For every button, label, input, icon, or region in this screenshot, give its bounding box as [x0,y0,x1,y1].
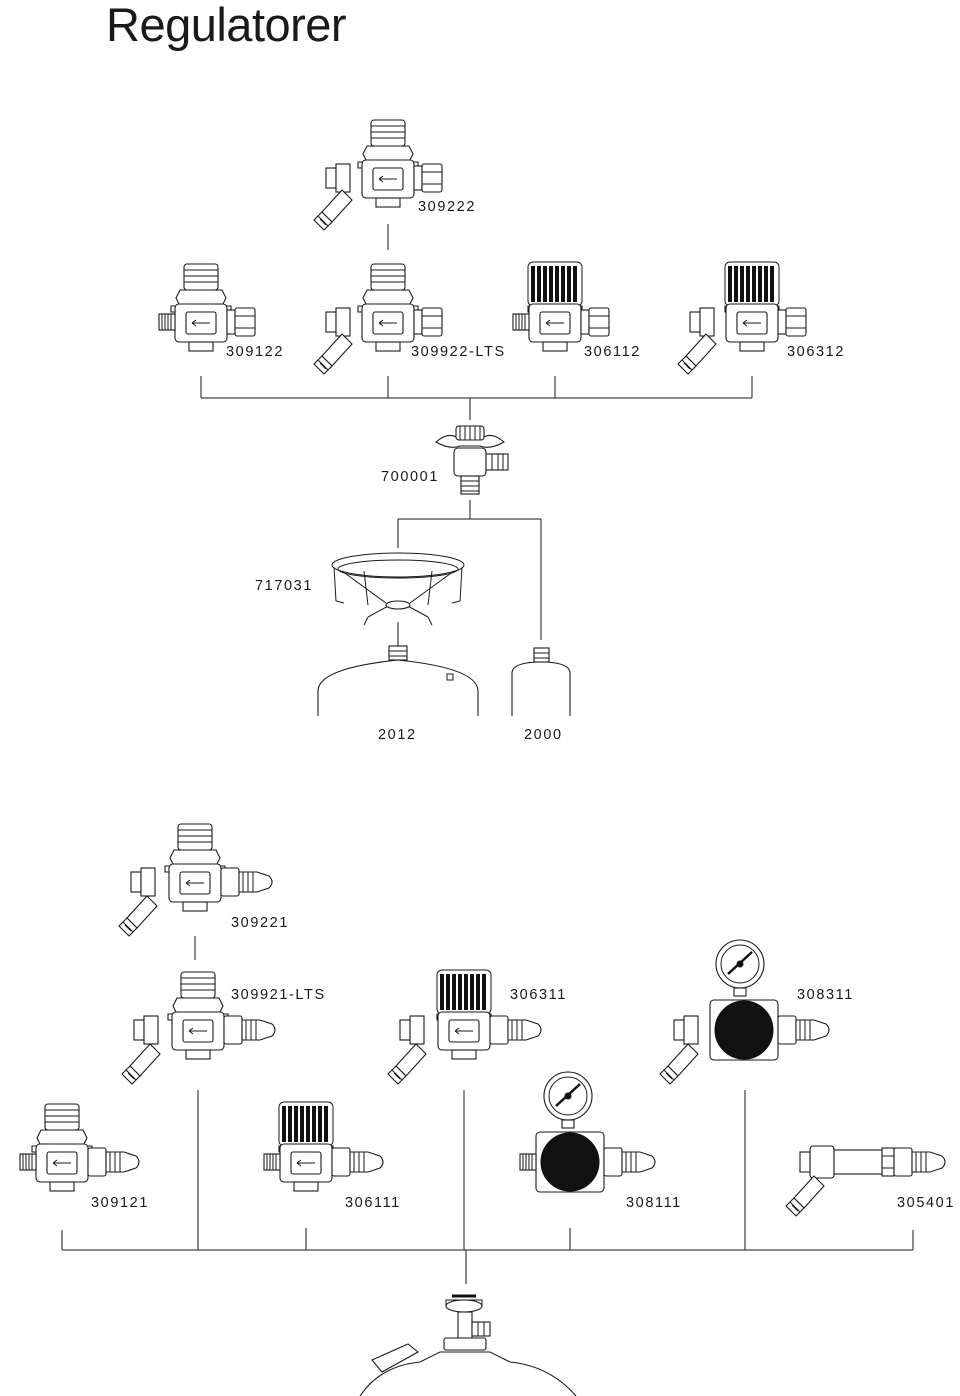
valve-700001 [435,425,509,495]
label-305401: 305401 [897,1195,955,1211]
label-306312: 306312 [787,344,845,360]
label-2012: 2012 [378,727,417,743]
bottle-2012 [317,622,479,716]
label-717031: 717031 [255,578,313,594]
regulator-306111 [263,1100,384,1192]
label-309922-lts: 309922-LTS [411,344,506,360]
regulator-306112 [512,260,610,352]
label-308111: 308111 [626,1195,682,1211]
regulator-305401 [785,1145,946,1217]
holder-717031 [331,552,465,626]
cylinder-with-valve [359,1294,577,1396]
regulator-309122 [158,263,256,352]
label-309921-lts: 309921-LTS [231,987,326,1003]
label-306112: 306112 [584,344,641,360]
bottle-2000 [511,647,571,716]
regulator-308311 [659,938,830,1085]
label-309221: 309221 [231,915,289,931]
label-309122: 309122 [226,344,284,360]
label-309222: 309222 [418,199,476,215]
label-700001: 700001 [381,469,439,485]
label-306311: 306311 [510,987,567,1003]
label-308311: 308311 [797,987,854,1003]
label-306111: 306111 [345,1195,401,1211]
regulator-308111 [519,1070,656,1193]
page-title: Regulatorer [106,0,347,51]
regulator-309121 [19,1103,140,1192]
label-309121: 309121 [91,1195,149,1211]
label-2000: 2000 [524,727,563,743]
